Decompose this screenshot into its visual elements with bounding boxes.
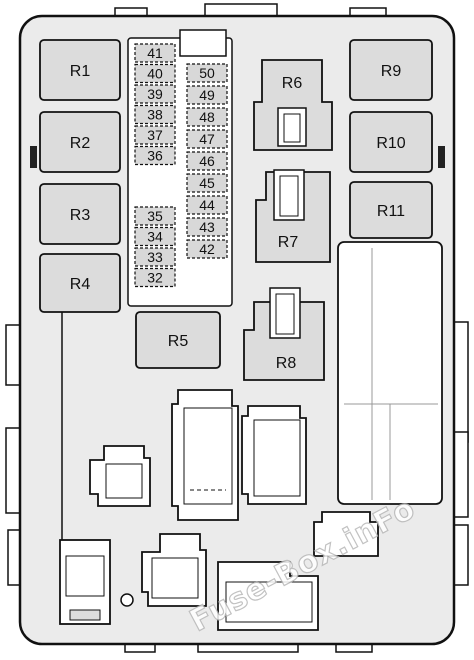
relay-r4[interactable]: R4 — [39, 253, 121, 313]
relay-r7-label: R7 — [278, 234, 299, 251]
fuse-block-blank-cap — [179, 29, 227, 57]
relay-r8[interactable]: R8 — [243, 287, 325, 381]
fuse-32[interactable]: 32 — [134, 267, 176, 288]
connector-bottom-wide — [217, 561, 319, 631]
ground-point — [120, 593, 134, 607]
fuse-41[interactable]: 41 — [134, 43, 176, 63]
relay-r9-label: R9 — [381, 63, 402, 80]
relay-r4-label: R4 — [70, 276, 91, 293]
relay-r1[interactable]: R1 — [39, 39, 121, 101]
fuse-35[interactable]: 35 — [134, 206, 176, 226]
fuse-43-label: 43 — [199, 219, 215, 235]
relay-r2[interactable]: R2 — [39, 111, 121, 173]
relay-r9[interactable]: R9 — [349, 39, 433, 101]
fuse-36[interactable]: 36 — [134, 145, 176, 166]
fuse-46-label: 46 — [199, 153, 215, 169]
fuse-39[interactable]: 39 — [134, 84, 176, 104]
relay-r6[interactable]: R6 — [253, 59, 333, 151]
relay-r11[interactable]: R11 — [349, 181, 433, 239]
relay-r3[interactable]: R3 — [39, 183, 121, 245]
fuse-46[interactable]: 46 — [186, 151, 228, 171]
left-marker — [30, 146, 37, 168]
relay-r6-label: R6 — [282, 75, 303, 92]
fuse-32-label: 32 — [147, 270, 163, 286]
fuse-50-label: 50 — [199, 65, 215, 81]
fuse-42[interactable]: 42 — [186, 239, 228, 259]
fuse-48[interactable]: 48 — [186, 107, 228, 127]
fuse-33[interactable]: 33 — [134, 247, 176, 267]
fuse-35-label: 35 — [147, 208, 163, 224]
fuse-47-label: 47 — [199, 131, 215, 147]
fuse-43[interactable]: 43 — [186, 217, 228, 237]
relay-r5[interactable]: R5 — [135, 311, 221, 369]
connector-bottom-left — [59, 539, 111, 625]
fuse-49[interactable]: 49 — [186, 85, 228, 105]
relay-r11-label: R11 — [377, 203, 405, 220]
fuse-45[interactable]: 45 — [186, 173, 228, 193]
relay-r10-label: R10 — [376, 135, 405, 152]
relay-r7[interactable]: R7 — [255, 169, 331, 263]
fuse-49-label: 49 — [199, 87, 215, 103]
fuse-33-label: 33 — [147, 249, 163, 265]
fuse-44[interactable]: 44 — [186, 195, 228, 215]
side-module — [337, 241, 443, 505]
fuse-44-label: 44 — [199, 197, 215, 213]
relay-r5-label: R5 — [168, 333, 189, 350]
fuse-37[interactable]: 37 — [134, 125, 176, 145]
relay-r1-label: R1 — [70, 63, 91, 80]
fuse-34[interactable]: 34 — [134, 226, 176, 247]
relay-r8-label: R8 — [276, 355, 297, 372]
relay-r10[interactable]: R10 — [349, 111, 433, 173]
fuse-39-label: 39 — [147, 86, 163, 102]
fuse-48-label: 48 — [199, 109, 215, 125]
fuse-47[interactable]: 47 — [186, 129, 228, 149]
connector-left-mid — [89, 445, 151, 507]
fuse-40-label: 40 — [147, 66, 163, 82]
fuse-38-label: 38 — [147, 107, 163, 123]
fuse-50[interactable]: 50 — [186, 63, 228, 83]
fuse-38[interactable]: 38 — [134, 104, 176, 125]
connector-center-right — [241, 405, 307, 505]
connector-bottom-mid — [141, 533, 207, 607]
fuse-block: 41 40 39 38 37 36 35 34 33 32 50 49 48 47 46 45 44 43 42 — [127, 29, 233, 307]
relay-r2-label: R2 — [70, 135, 91, 152]
fuse-40[interactable]: 40 — [134, 63, 176, 84]
fuse-34-label: 34 — [147, 229, 163, 245]
relay-r3-label: R3 — [70, 207, 91, 224]
connector-center-tall — [171, 389, 239, 521]
fuse-45-label: 45 — [199, 175, 215, 191]
fuse-37-label: 37 — [147, 127, 163, 143]
fuse-42-label: 42 — [199, 241, 215, 257]
connector-bottom-right — [313, 511, 379, 557]
right-marker — [438, 146, 445, 168]
fuse-36-label: 36 — [147, 148, 163, 164]
fuse-41-label: 41 — [147, 45, 163, 61]
